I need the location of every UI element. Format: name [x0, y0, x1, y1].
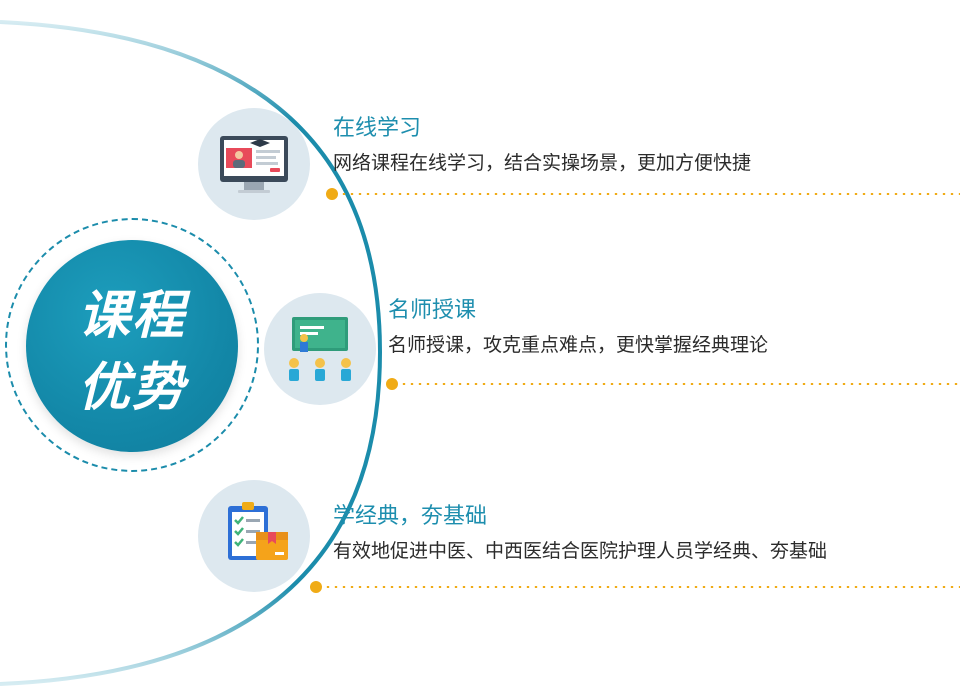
core-circle: 课程 优势 — [26, 240, 238, 452]
item-2-title: 名师授课 — [388, 298, 477, 323]
core-dashed-ring — [5, 218, 259, 472]
item-1-desc: 网络课程在线学习，结合实操场景，更加方便快捷 — [333, 152, 752, 174]
clipboard-box-icon — [198, 480, 310, 592]
item-2-divider — [386, 378, 960, 390]
core-title-line1: 课程 — [77, 286, 186, 346]
item-1-divider — [326, 188, 960, 200]
item-3-title: 学经典，夯基础 — [333, 504, 488, 529]
item-3-desc: 有效地促进中医、中西医结合医院护理人员学经典、夯基础 — [333, 540, 828, 562]
core-title-line2: 优势 — [77, 358, 186, 418]
item-2-desc: 名师授课，攻克重点难点，更快掌握经典理论 — [388, 334, 769, 356]
item-3-divider — [310, 581, 960, 593]
teacher-class-icon — [264, 293, 376, 405]
item-1-title: 在线学习 — [333, 116, 422, 141]
monitor-video-icon — [198, 108, 310, 220]
